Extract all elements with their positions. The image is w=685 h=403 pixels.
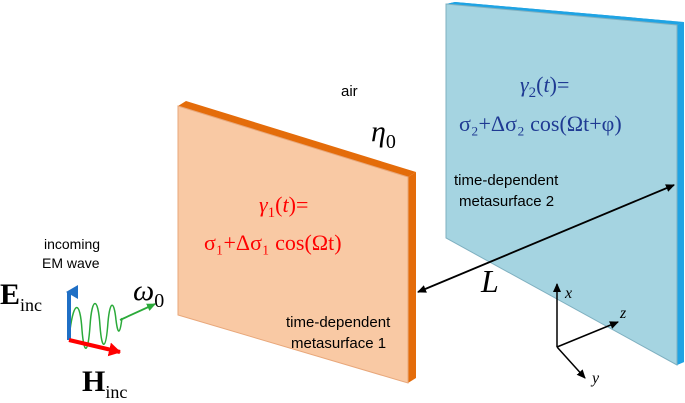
metasurface-2-edge-side: [677, 22, 684, 365]
metasurface-1-face: [177, 105, 409, 384]
metasurface-1-label-line1: time-dependent: [286, 314, 391, 331]
y-axis-arrow: [556, 346, 586, 379]
metasurface-2-top: [446, 2, 684, 25]
z-axis-arrow: [556, 321, 619, 348]
metasurface-2-formula-line1: γ2(t)=: [520, 72, 569, 101]
distance-arrow: [417, 184, 675, 293]
incident-wave: incoming EM wave Einc Hinc ω0: [0, 236, 164, 402]
propagation-arrow: [119, 303, 156, 321]
metasurface-1-formula-line1: γ1(t)=: [259, 192, 308, 221]
metasurface-2-label-line1: time-dependent: [454, 172, 559, 189]
h-field-label: Hinc: [82, 365, 127, 402]
medium-label: air: [341, 83, 358, 100]
metasurface-1-label-line2: metasurface 1: [291, 335, 386, 352]
frequency-label: ω0: [133, 274, 164, 312]
distance-label: L: [480, 263, 499, 299]
metasurface-2-label-line2: metasurface 2: [459, 193, 554, 210]
metasurface-1-edge-side: [408, 172, 416, 383]
wave-oscillation: [69, 303, 123, 349]
incident-wave-label-line2: EM wave: [42, 255, 100, 271]
incident-wave-label-line1: incoming: [44, 236, 100, 252]
impedance-symbol: η0: [371, 115, 396, 153]
coordinate-axes: x z y: [553, 283, 627, 387]
e-field-label: Einc: [0, 278, 42, 315]
metasurface-1-top: [178, 101, 416, 177]
metasurface-2-formula-line2: σ₂+Δσ₂ cos(Ωt+φ): [459, 111, 622, 136]
metasurface-1-formula-line2: σ₁+Δσ₁ cos(Ωt): [204, 230, 342, 255]
y-axis-label: y: [590, 370, 600, 387]
x-axis-label: x: [564, 285, 572, 302]
z-axis-label: z: [619, 305, 627, 322]
h-field-arrow: [68, 338, 121, 357]
metasurface-1: [177, 101, 416, 384]
